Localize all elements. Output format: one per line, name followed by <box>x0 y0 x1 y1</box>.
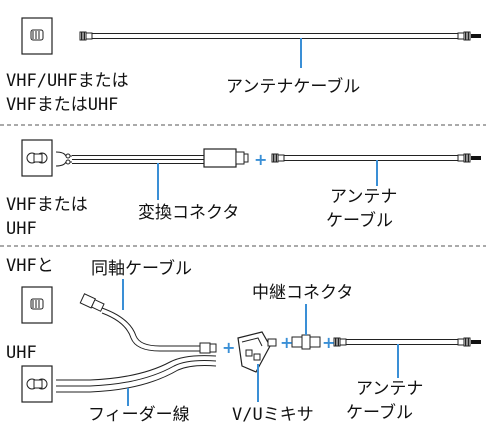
tv-terminal-icon <box>471 156 481 160</box>
cable-plug-icon <box>333 337 347 347</box>
cable-plug-icon <box>457 31 471 41</box>
relay-connector-label: 中継コネクタ <box>252 283 354 303</box>
plus-sign: + <box>322 333 336 352</box>
cable-plug-icon <box>457 337 471 347</box>
uhf-label: UHF <box>6 343 37 363</box>
source-label: VHFまたは <box>6 195 88 215</box>
source-label: UHF <box>6 219 37 239</box>
cable-plug-icon <box>457 153 471 163</box>
vu-mixer-label: V/Uミキサ <box>232 405 314 425</box>
vu-mixer-icon <box>237 331 277 373</box>
plus-sign: + <box>280 333 294 352</box>
plus-sign: + <box>222 338 236 357</box>
uhf-outlet-icon <box>21 365 53 403</box>
antenna-cable-label: ケーブル <box>346 403 413 423</box>
section3-graphics <box>21 279 481 406</box>
vhf-label: VHFと <box>6 256 54 276</box>
antenna-cable-label: アンテナ <box>330 187 398 207</box>
antenna-cable-label: アンテナケーブル <box>226 77 361 97</box>
source-label: VHFまたはUHF <box>6 95 119 115</box>
tv-terminal-icon <box>471 340 481 344</box>
plus-sign: + <box>254 150 268 169</box>
wall-outlet-icon <box>21 17 53 55</box>
feeder-wire-label: フィーダー線 <box>88 405 190 425</box>
section1-graphics <box>21 17 481 68</box>
coax-cable-label: 同軸ケーブル <box>91 259 192 279</box>
antenna-cable-label: アンテナ <box>356 379 424 399</box>
cable-plug-icon <box>79 31 93 41</box>
section2-graphics <box>21 139 481 200</box>
source-label: VHF/UHFまたは <box>6 71 129 91</box>
antenna-cable-label: ケーブル <box>326 211 393 231</box>
vhf-outlet-icon <box>21 286 53 324</box>
cable-plug-icon <box>271 153 285 163</box>
tv-terminal-icon <box>471 34 481 38</box>
wall-outlet-icon <box>21 139 53 177</box>
converter-connector-icon <box>203 148 237 168</box>
converter-label: 変換コネクタ <box>138 203 240 223</box>
relay-connector-icon <box>291 334 321 350</box>
